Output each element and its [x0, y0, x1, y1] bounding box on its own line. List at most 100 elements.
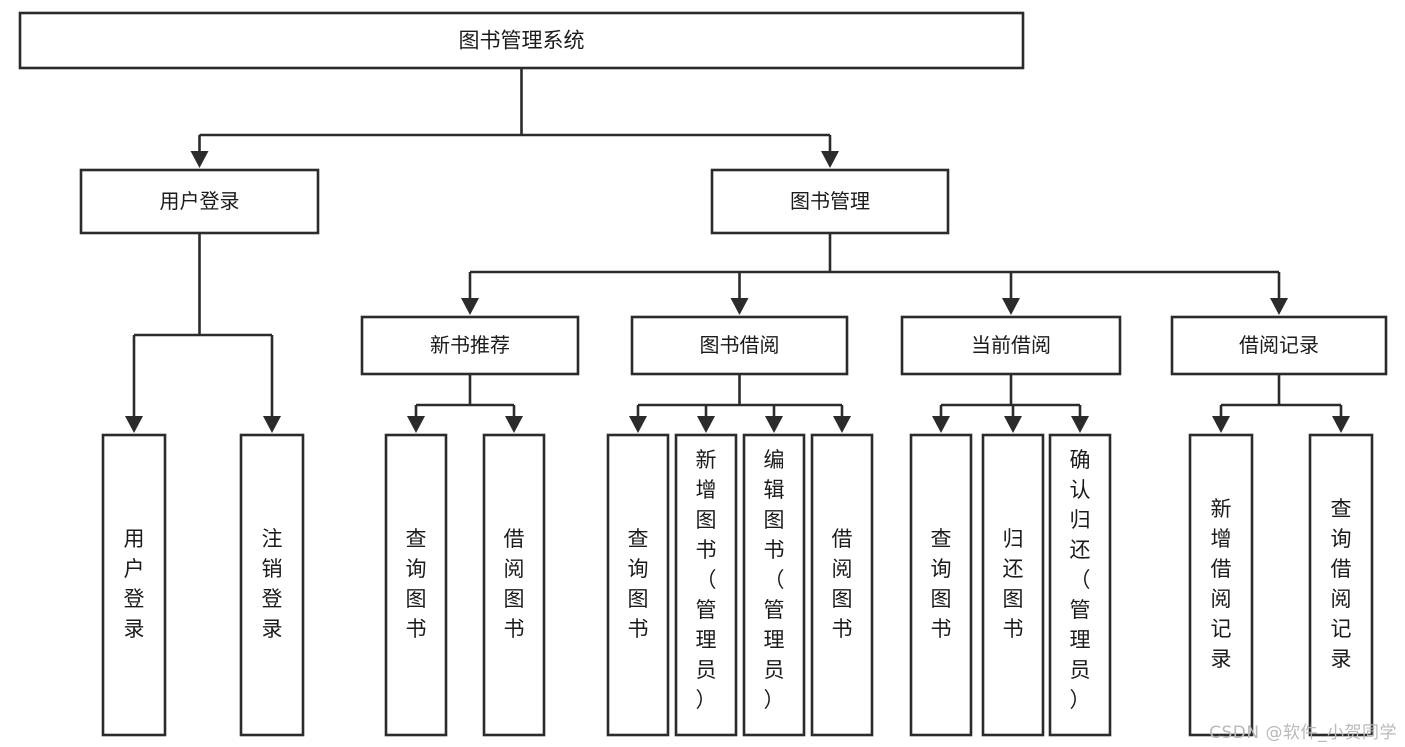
- leaf-node-10-char: 理: [1070, 628, 1091, 652]
- bookmgmt-arrow-1: [730, 298, 749, 315]
- leaf-node-11-char: 录: [1211, 647, 1232, 671]
- leaf-node-12-char: 借: [1331, 557, 1352, 581]
- l3-0-arrow-0: [407, 416, 425, 433]
- leaf-node-9-char: 归: [1003, 527, 1024, 551]
- level2-node-1-rect: [710, 168, 950, 235]
- userlogin-arrow-0: [125, 416, 143, 433]
- leaf-node-0-char: 户: [124, 557, 145, 581]
- leaf-node-4-rect: [606, 433, 670, 737]
- leaf-node-1-char: 录: [262, 617, 283, 641]
- leaf-node-6-char: 编: [764, 448, 785, 472]
- leaf-node-3-char: 阅: [504, 557, 525, 581]
- leaf-node-6-char: 图: [764, 508, 785, 532]
- leaf-node-4-char: 查: [628, 527, 649, 551]
- leaf-node-4-char: 询: [628, 557, 649, 581]
- leaf-node-3-char: 书: [504, 617, 525, 641]
- leaf-node-4-char: 图: [628, 587, 649, 611]
- leaf-node-3-char: 图: [504, 587, 525, 611]
- leaf-node-10-char: ）: [1070, 688, 1091, 712]
- leaf-node-5-char: 新: [696, 448, 717, 472]
- l3-2-arrow-1: [1004, 416, 1022, 433]
- leaf-node-12-rect: [1308, 433, 1374, 737]
- leaf-node-11-char: 借: [1211, 557, 1232, 581]
- leaf-node-6-char: 管: [764, 598, 785, 622]
- level3-node-0[interactable]: 新书推荐: [360, 315, 580, 376]
- leaf-node-6-char: 员: [764, 658, 785, 682]
- leaf-node-6-char: 书: [764, 538, 785, 562]
- leaf-node-7-char: 书: [832, 617, 853, 641]
- level2-node-1-label: 图书管理: [790, 189, 870, 213]
- leaf-node-5-char: 书: [696, 538, 717, 562]
- l3-2-arrow-2: [1071, 416, 1089, 433]
- l3-1-arrow-2: [765, 416, 783, 433]
- leaf-node-0-char: 录: [124, 617, 145, 641]
- leaf-node-10-char: 确: [1070, 448, 1091, 472]
- leaf-node-3-char: 借: [504, 527, 525, 551]
- csdn-watermark: CSDN @软件_小贺同学: [1209, 723, 1397, 743]
- leaf-node-5-char: 图: [696, 508, 717, 532]
- level3-node-3-label: 借阅记录: [1239, 333, 1319, 357]
- leaf-node-10-char: 认: [1070, 478, 1091, 502]
- leaf-node-5-char: 理: [696, 628, 717, 652]
- level3-node-0-label: 新书推荐: [430, 333, 510, 357]
- leaf-node-5-char: ）: [696, 688, 717, 712]
- leaf-node-8-char: 查: [931, 527, 952, 551]
- leaf-node-11-rect: [1188, 433, 1254, 737]
- leaf-node-10-char: （: [1070, 568, 1091, 592]
- leaf-node-12-char: 录: [1331, 647, 1352, 671]
- leaf-node-8-char: 书: [931, 617, 952, 641]
- leaf-node-2-char: 书: [406, 617, 427, 641]
- l3-1-arrow-3: [833, 416, 851, 433]
- level3-node-0-rect: [360, 315, 580, 376]
- root-node-label: 图书管理系统: [459, 29, 585, 53]
- root-arrow-0: [190, 151, 209, 168]
- leaf-node-2-char: 查: [406, 527, 427, 551]
- leaf-node-0-char: 用: [124, 527, 145, 551]
- leaf-node-2-rect: [384, 433, 448, 737]
- leaf-node-1-rect: [239, 433, 305, 737]
- leaf-node-0-char: 登: [124, 587, 145, 611]
- leaf-node-5-rect: [674, 433, 738, 737]
- level3-node-2-label: 当前借阅: [971, 333, 1051, 357]
- level3-node-3[interactable]: 借阅记录: [1170, 315, 1388, 376]
- leaf-node-9-rect: [981, 433, 1045, 737]
- leaf-node-9-char: 还: [1003, 557, 1024, 581]
- level2-node-0[interactable]: 用户登录: [79, 168, 320, 235]
- bookmgmt-arrow-3: [1270, 298, 1288, 315]
- leaf-node-3-rect: [482, 433, 546, 737]
- level3-node-2[interactable]: 当前借阅: [900, 315, 1122, 376]
- leaf-node-6-char: 理: [764, 628, 785, 652]
- leaf-node-0-rect: [101, 433, 167, 737]
- level2-node-1[interactable]: 图书管理: [710, 168, 950, 235]
- leaf-node-2-char: 询: [406, 557, 427, 581]
- leaf-node-8-rect: [909, 433, 973, 737]
- bookmgmt-arrow-0: [461, 298, 479, 315]
- leaf-node-7-rect: [810, 433, 874, 737]
- leaf-node-12-char: 记: [1331, 617, 1352, 641]
- l3-3-arrow-0: [1212, 416, 1230, 433]
- leaf-node-10-char: 管: [1070, 598, 1091, 622]
- leaf-node-8-char: 图: [931, 587, 952, 611]
- l3-0-arrow-1: [505, 416, 523, 433]
- leaf-node-11-char: 阅: [1211, 587, 1232, 611]
- leaf-node-10-char: 还: [1070, 538, 1091, 562]
- leaf-node-12-char: 阅: [1331, 587, 1352, 611]
- level3-node-1[interactable]: 图书借阅: [630, 315, 849, 376]
- leaf-node-0[interactable]: 用户登录: [101, 433, 167, 737]
- leaf-node-6-rect: [742, 433, 806, 737]
- leaf-node-5-char: 增: [696, 478, 717, 502]
- root-node[interactable]: 图书管理系统: [18, 11, 1025, 70]
